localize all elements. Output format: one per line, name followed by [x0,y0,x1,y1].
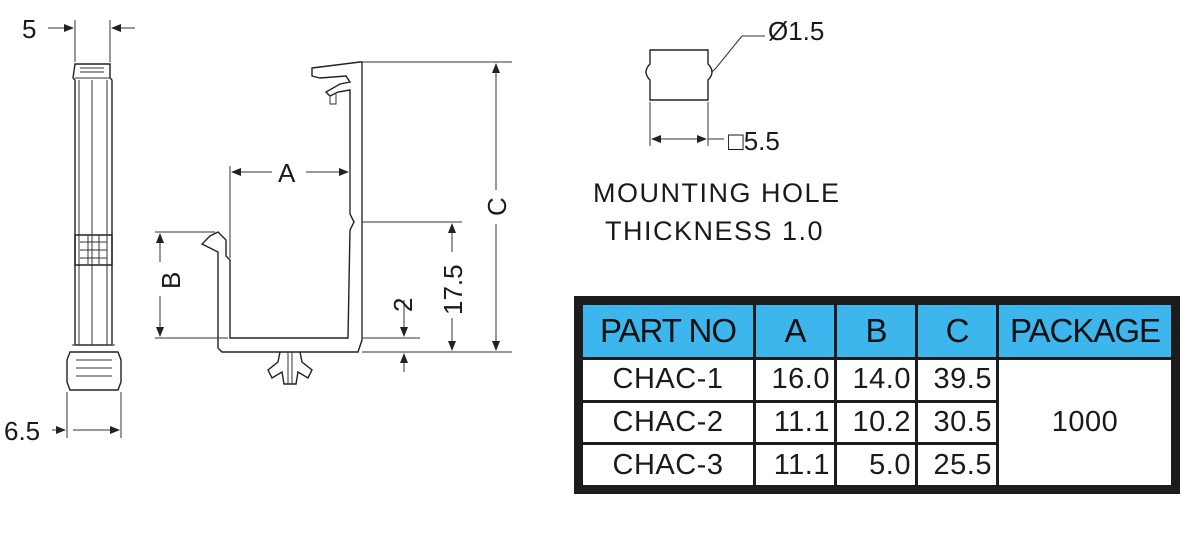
dim-c-label: C [482,197,512,216]
cell-c: 25.5 [918,445,996,485]
dim-bottom-width: 6.5 [4,416,40,446]
table-row: CHAC-3 11.1 5.0 25.5 [583,445,1171,485]
cell-a: 11.1 [756,402,834,443]
header-c: C [918,305,996,357]
header-a: A [756,305,834,357]
cell-a: 16.0 [756,360,834,400]
cell-c: 30.5 [918,402,996,443]
dim-gap-label: 2 [388,298,418,312]
dim-top-width: 5 [22,14,36,44]
table-header-row: PART NO A B C PACKAGE [583,305,1171,357]
cell-b: 5.0 [837,445,915,485]
note-line-2: THICKNESS 1.0 [605,216,824,246]
dim-height-label: 17.5 [438,264,468,315]
side-view: 5 6.5 [4,14,135,446]
dim-b-label: B [156,272,186,289]
hole-square-label: □5.5 [728,126,780,156]
table-row: CHAC-2 11.1 10.2 30.5 [583,402,1171,443]
front-view: A B 2 17.5 C [155,61,512,385]
cell-b: 10.2 [837,402,915,443]
spec-table: PART NO A B C PACKAGE CHAC-1 16.0 14.0 3… [574,296,1180,494]
cell-b: 14.0 [837,360,915,400]
dim-a-label: A [278,158,296,188]
note-line-1: MOUNTING HOLE [593,178,841,208]
cell-package: 1000 [999,360,1171,485]
cell-part: CHAC-3 [583,445,753,485]
cell-a: 11.1 [756,445,834,485]
cell-c: 39.5 [918,360,996,400]
cell-part: CHAC-1 [583,360,753,400]
cell-part: CHAC-2 [583,402,753,443]
header-b: B [837,305,915,357]
header-package: PACKAGE [999,305,1171,357]
mounting-hole-view: Ø1.5 □5.5 MOUNTING HOLE THICKNESS 1.0 [593,16,841,246]
table-row: CHAC-1 16.0 14.0 39.5 1000 [583,360,1171,485]
header-part-no: PART NO [583,305,753,357]
hole-diameter-label: Ø1.5 [768,16,824,46]
